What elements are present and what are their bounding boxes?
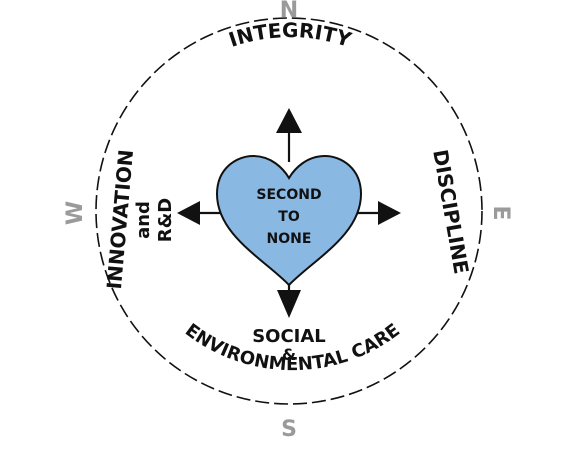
west-label: W [63, 201, 88, 225]
value-left-line-2: and [133, 201, 154, 239]
heart-line-3: NONE [267, 231, 312, 247]
heart-line-1: SECOND [256, 187, 321, 203]
arrow-right [357, 201, 401, 225]
value-left-line-3: R&D [155, 198, 176, 243]
heart-line-2: TO [278, 209, 300, 225]
east-label: E [488, 205, 513, 220]
south-label: S [281, 417, 297, 442]
heart-shape [215, 154, 363, 287]
value-right: DISCIPLINE [428, 148, 473, 276]
value-bottom-line-1: SOCIAL [252, 326, 326, 347]
north-label: N [280, 0, 298, 23]
compass-ring [95, 17, 483, 405]
arrow-left [177, 201, 222, 225]
value-bottom-line-2: & [282, 345, 296, 364]
arrow-up [276, 108, 302, 162]
